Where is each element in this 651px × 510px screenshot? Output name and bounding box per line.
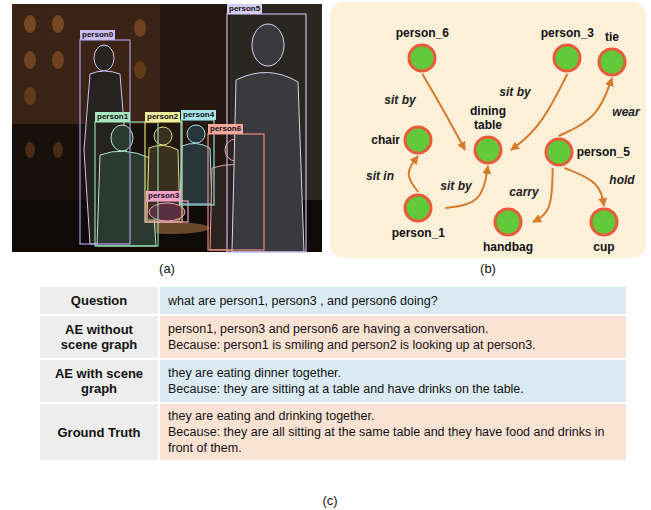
table-cell: they are eating and drinking together.Be…: [160, 404, 626, 460]
table-cell: person1, person3 and person6 are having …: [160, 316, 626, 358]
graph-panel: [330, 2, 646, 258]
graph-node: chair: [371, 124, 434, 156]
row-header: AE with scene graph: [48, 366, 150, 396]
cell-text: person1, person3 and person6 are having …: [168, 321, 618, 337]
person-silhouette: [180, 143, 212, 204]
photo-light: [53, 142, 63, 158]
row-header: Ground Truth: [57, 425, 140, 440]
relation-arrow: [409, 156, 419, 192]
cell-text: Because: they are sitting at a table and…: [168, 381, 618, 397]
panel-label: (a): [159, 261, 175, 276]
node-circle: [596, 46, 628, 78]
box-tag: person6: [208, 124, 243, 134]
box-tag: person2: [145, 112, 180, 122]
bounding-box: [146, 201, 188, 222]
cell-text: what are person1, person3 , and person6 …: [168, 293, 618, 309]
node-circle-shape: [591, 209, 617, 235]
node-label: person_1: [392, 226, 445, 240]
node-circle-shape: [409, 45, 435, 71]
node-label: person_5: [577, 145, 630, 159]
photo-light: [134, 61, 146, 79]
node-circle: [551, 42, 583, 74]
table-cell: what are person1, person3 , and person6 …: [160, 287, 626, 314]
person-silhouette: [187, 125, 205, 143]
node-circle: [402, 192, 434, 224]
node-circle: [492, 206, 524, 238]
box-tag: person4: [181, 110, 216, 120]
person-silhouette: [154, 127, 172, 145]
cell-text: they are eating dinner together.: [168, 365, 618, 381]
relation-label: sit by: [497, 85, 532, 99]
table-cell: Question: [40, 287, 158, 314]
table-cell: AE with scene graph: [40, 360, 158, 402]
table-cell: AE without scene graph: [40, 316, 158, 358]
graph-node: tie: [596, 30, 628, 78]
box-tag: person5: [227, 4, 262, 14]
node-circle-shape: [475, 137, 501, 163]
panel-label: (b): [480, 261, 496, 276]
node-circle-shape: [405, 195, 431, 221]
node-circle: [472, 134, 504, 166]
bounding-box: [95, 122, 158, 246]
graph-node: person_1: [391, 192, 445, 240]
relation-label: sit in: [364, 169, 396, 183]
person-silhouette: [149, 203, 185, 221]
photo-light: [24, 51, 36, 69]
node-label: person_6: [396, 26, 449, 40]
bounding-box: [208, 134, 264, 250]
node-circle-shape: [599, 49, 625, 75]
node-label: cup: [593, 240, 614, 254]
person-silhouette: [94, 45, 114, 71]
node-label: chair: [371, 133, 400, 147]
photo-light: [24, 15, 36, 33]
relation-label: hold: [607, 173, 636, 187]
cell-text: Because: person1 is smiling and person2 …: [168, 337, 618, 353]
photo-light: [52, 51, 64, 69]
bounding-box: [80, 40, 130, 244]
cell-text: Because: they are all sitting at the sam…: [168, 424, 618, 456]
relation-arrow: [565, 168, 604, 206]
node-label: handbag: [483, 240, 533, 254]
cell-text: they are eating and drinking together.: [168, 408, 618, 424]
node-circle: [406, 42, 438, 74]
photo-light: [25, 142, 35, 158]
person-silhouette: [252, 24, 284, 66]
node-circle: [543, 136, 575, 168]
relation-label: sit by: [438, 179, 473, 193]
table-cell: Ground Truth: [40, 404, 158, 460]
row-header: AE without scene graph: [48, 322, 150, 352]
node-circle-shape: [554, 45, 580, 71]
graph-node: handbag: [483, 206, 533, 254]
panel-label: (c): [322, 493, 337, 508]
graph-node: dining table: [465, 104, 511, 166]
person-silhouette: [232, 72, 304, 252]
node-label: person_3: [541, 26, 594, 40]
node-label: dining table: [465, 104, 511, 132]
relation-arrow: [559, 78, 612, 136]
photo-ground: [12, 4, 322, 252]
box-tag: person1: [95, 112, 130, 122]
node-circle-shape: [405, 127, 431, 153]
graph-node: person_5: [542, 136, 630, 168]
photo-light: [24, 87, 36, 105]
row-header: Question: [71, 293, 127, 308]
node-circle-shape: [495, 209, 521, 235]
graph-node: person_6: [395, 26, 449, 74]
node-circle: [402, 124, 434, 156]
table-cell: they are eating dinner together.Because:…: [160, 360, 626, 402]
graph-node: person_3: [540, 26, 594, 74]
graph-node: cup: [588, 206, 620, 254]
photo-light: [52, 15, 64, 33]
node-circle-shape: [546, 139, 572, 165]
box-tag: person3: [146, 191, 181, 201]
relation-label: carry: [507, 185, 540, 199]
node-label: tie: [605, 30, 619, 44]
box-tag: person0: [80, 30, 115, 40]
relation-label: wear: [610, 105, 641, 119]
photo-light: [134, 19, 146, 37]
bounding-box: [145, 122, 182, 222]
node-circle: [588, 206, 620, 238]
relation-label: sit by: [382, 93, 417, 107]
